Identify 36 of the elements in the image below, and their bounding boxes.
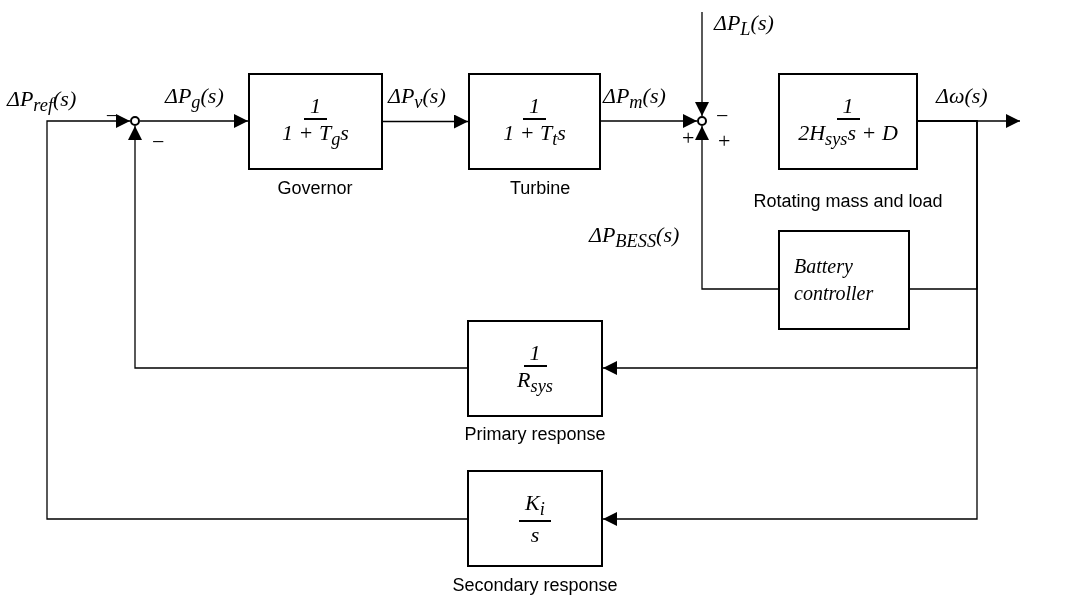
denominator: R$_{sys}$ [516, 366, 554, 398]
transfer-function-block [248, 73, 383, 170]
numerator: 1 [523, 92, 546, 120]
block-caption: Rotating mass and load [753, 191, 943, 212]
numerator: 1 [304, 92, 327, 120]
signal-arrow [695, 125, 779, 290]
summing-junction [697, 116, 707, 126]
block-caption: Primary response [464, 424, 606, 445]
transfer-function-block [467, 320, 603, 417]
sign-label: − [716, 105, 729, 127]
signal-arrow [600, 114, 698, 128]
denominator: 1 + T$_{g}$s [281, 119, 350, 151]
denominator: s [529, 522, 541, 548]
signal-arrow [602, 120, 978, 526]
numerator: 1 [523, 339, 547, 367]
summing-junction [130, 116, 140, 126]
denominator: 1 + T$_{t}$s [502, 119, 567, 151]
transfer-function-block [778, 230, 910, 330]
block-label: Battery controller [794, 254, 875, 306]
numerator: K$_{i}$ [519, 489, 551, 523]
transfer-function-block [467, 470, 603, 567]
signal-arrow [128, 125, 468, 369]
block-caption: Secondary response [452, 575, 618, 596]
sign-label: + [682, 127, 695, 149]
signal-arrow [139, 114, 249, 128]
sign-label: − [152, 131, 165, 153]
transfer-function-block [468, 73, 601, 170]
numerator: 1 [836, 92, 860, 120]
block-caption: Governor [277, 178, 353, 199]
signal-arrow [46, 114, 468, 520]
signal-arrow [695, 11, 709, 117]
sign-label: + [718, 130, 731, 152]
signal-arrow [382, 114, 469, 129]
transfer-function-block [778, 73, 918, 170]
denominator: 2H$_{sys}$s + D [797, 119, 899, 151]
block-caption: Turbine [510, 178, 571, 199]
